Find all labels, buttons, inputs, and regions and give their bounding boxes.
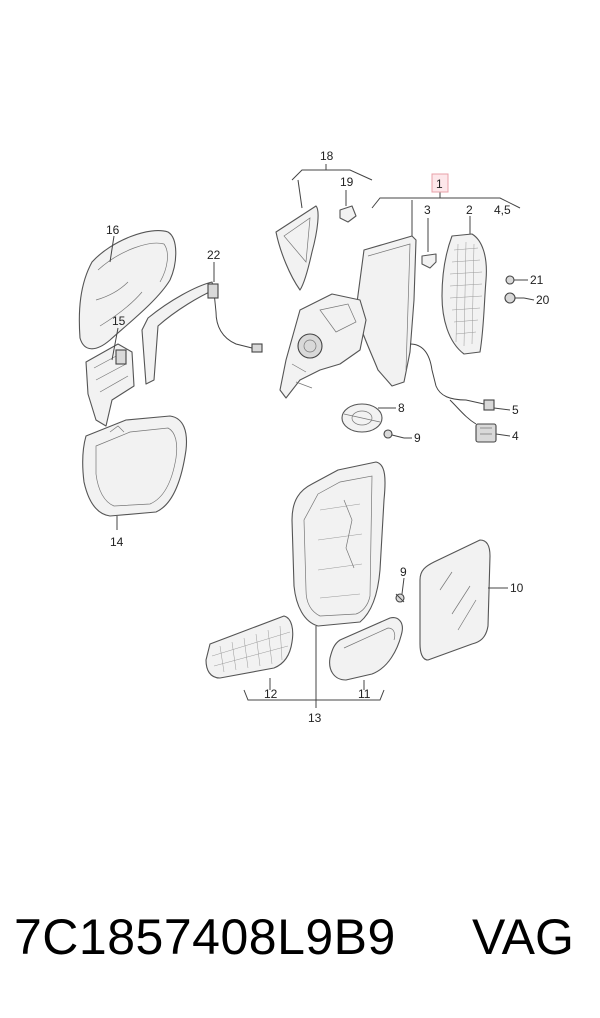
part-5-connector [483, 399, 495, 411]
callout-9-lower: 9 [400, 565, 407, 579]
callout-15: 15 [112, 314, 126, 328]
part-20-screw [504, 292, 524, 304]
part-3-screw [421, 253, 437, 269]
callout-10: 10 [510, 581, 524, 595]
part-19-clip [339, 205, 357, 223]
part-21-screw [505, 275, 522, 285]
callout-2: 2 [466, 203, 473, 217]
callout-13: 13 [308, 711, 322, 725]
callout-8: 8 [398, 401, 405, 415]
callout-4-5: 4,5 [494, 203, 511, 217]
part-4-connector [475, 423, 497, 443]
callout-18: 18 [320, 149, 334, 163]
part-number: 7C1857408L9B9 [14, 909, 396, 965]
part-15-housing-bracket [85, 343, 135, 427]
part-16-mirror-cap [78, 230, 177, 350]
part-9-screw-upper [383, 429, 405, 439]
part-13-glass-carrier [291, 461, 386, 627]
part-12-heater-element [205, 615, 294, 679]
callout-19: 19 [340, 175, 354, 189]
part-2-heater-plate [441, 233, 487, 355]
leader-lines [109, 164, 535, 708]
callout-11: 11 [358, 687, 371, 701]
brand-name: VAG [472, 909, 574, 965]
callout-21: 21 [530, 273, 544, 287]
part-1-mirror-base [279, 235, 485, 425]
callout-20: 20 [536, 293, 550, 307]
part-8-motor [341, 403, 383, 433]
callout-9-upper: 9 [414, 431, 421, 445]
callout-4: 4 [512, 429, 519, 443]
part-10-mirror-glass [419, 539, 491, 661]
callout-12: 12 [264, 687, 278, 701]
part-14-housing [82, 415, 188, 517]
callout-3: 3 [424, 203, 431, 217]
callout-22: 22 [207, 248, 221, 262]
footer: 7C1857408L9B9 VAG [0, 900, 600, 980]
callout-1-highlight [431, 173, 449, 193]
part-18-triangle-cover [275, 205, 319, 291]
part-22-cable [141, 281, 263, 385]
callout-5: 5 [512, 403, 519, 417]
callout-14: 14 [110, 535, 124, 549]
callout-labels: 1 2 3 4,5 5 4 8 9 9 10 11 12 13 14 15 16… [106, 149, 550, 725]
part-9-screw-lower [395, 593, 405, 603]
callout-16: 16 [106, 223, 120, 237]
part-11-wide-angle-glass [329, 617, 403, 681]
callout-1: 1 [436, 177, 443, 191]
